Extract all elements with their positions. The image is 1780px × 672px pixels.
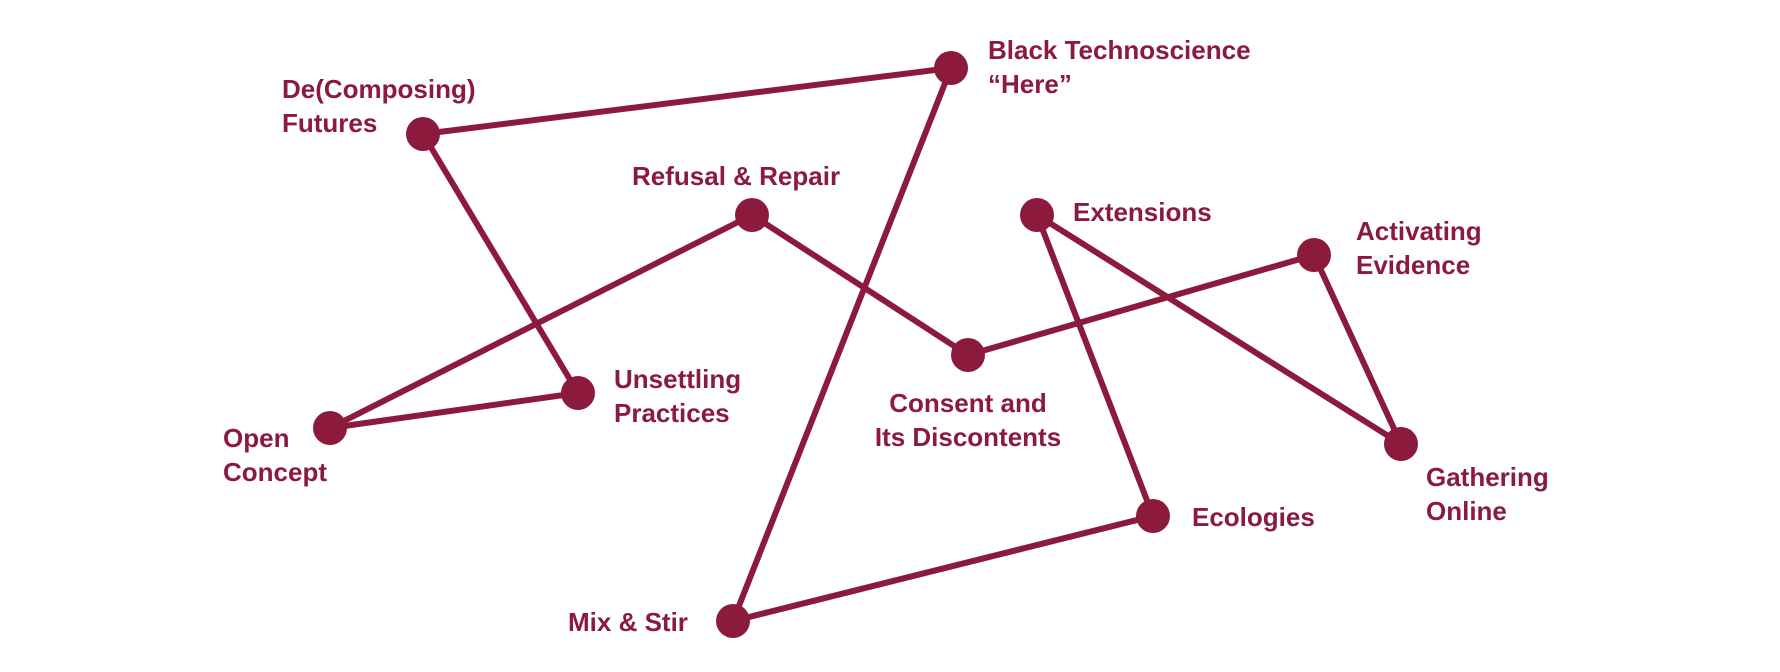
label-line: Evidence <box>1356 250 1470 280</box>
node-consent <box>951 338 985 372</box>
node-refusal-repair <box>735 198 769 232</box>
label-line: De(Composing) <box>282 74 476 104</box>
label-line: Online <box>1426 496 1507 526</box>
node-mix-stir <box>716 604 750 638</box>
edge-decomposing-futures-to-black-technoscience <box>420 65 954 137</box>
label-line: Practices <box>614 398 730 428</box>
edge-decomposing-futures-to-unsettling-practices <box>420 131 581 396</box>
label-refusal-repair: Refusal & Repair <box>632 161 840 191</box>
edge-mix-stir-to-black-technoscience <box>730 65 954 624</box>
label-line: Refusal & Repair <box>632 161 840 191</box>
label-ecologies: Ecologies <box>1192 502 1315 532</box>
edges-layer <box>327 65 1404 624</box>
edge-consent-to-activating-evidence <box>965 252 1317 358</box>
edge-refusal-repair-to-consent <box>749 212 971 358</box>
label-line: Unsettling <box>614 364 741 394</box>
label-decomposing-futures: De(Composing) Futures <box>282 74 476 138</box>
label-black-technoscience: Black Technoscience “Here” <box>988 35 1251 99</box>
node-black-technoscience <box>934 51 968 85</box>
edge-ecologies-to-mix-stir <box>730 513 1156 624</box>
node-extensions <box>1020 198 1054 232</box>
edge-gathering-online-to-extensions <box>1034 212 1404 447</box>
edge-open-concept-to-refusal-repair <box>327 212 755 431</box>
node-activating-evidence <box>1297 238 1331 272</box>
label-extensions: Extensions <box>1073 197 1212 227</box>
edge-extensions-to-ecologies <box>1034 212 1156 519</box>
label-line: Futures <box>282 108 377 138</box>
nodes-layer <box>313 51 1418 638</box>
node-decomposing-futures <box>406 117 440 151</box>
label-line: Open <box>223 423 289 453</box>
label-line: Consent and <box>889 388 1046 418</box>
node-unsettling-practices <box>561 376 595 410</box>
label-line: Extensions <box>1073 197 1212 227</box>
node-open-concept <box>313 411 347 445</box>
edge-unsettling-practices-to-open-concept <box>327 390 581 431</box>
labels-layer: Black Technoscience “Here” De(Composing) Fu… <box>223 35 1549 637</box>
label-line: Its Discontents <box>875 422 1061 452</box>
node-gathering-online <box>1384 427 1418 461</box>
label-line: Concept <box>223 457 327 487</box>
label-mix-stir: Mix & Stir <box>568 607 688 637</box>
label-line: Ecologies <box>1192 502 1315 532</box>
label-line: Black Technoscience <box>988 35 1251 65</box>
edge-activating-evidence-to-gathering-online <box>1311 252 1404 447</box>
label-line: Mix & Stir <box>568 607 688 637</box>
label-line: “Here” <box>988 69 1072 99</box>
label-line: Activating <box>1356 216 1482 246</box>
node-ecologies <box>1136 499 1170 533</box>
label-line: Gathering <box>1426 462 1549 492</box>
